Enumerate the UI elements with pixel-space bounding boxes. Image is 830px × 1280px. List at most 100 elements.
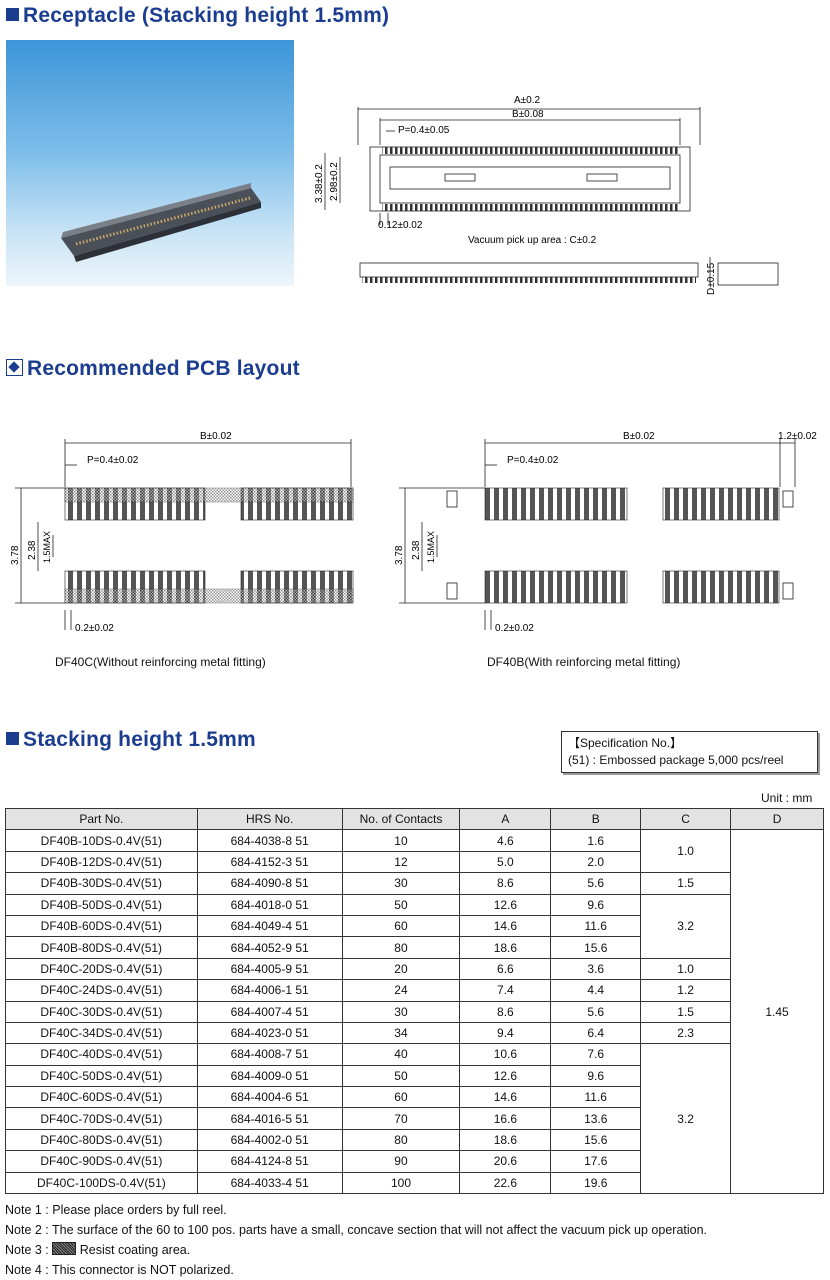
table-cell: 684-4007-4 51	[196, 1000, 343, 1023]
table-cell: DF40C-60DS-0.4V(51)	[5, 1086, 198, 1109]
specification-box: 【Specification No.】 (51) : Embossed pack…	[561, 731, 818, 773]
connector-photo	[6, 40, 294, 286]
table-cell: 684-4005-9 51	[196, 957, 343, 981]
dim-a-label: A±0.2	[514, 95, 540, 106]
table-cell-c: 3.2	[640, 893, 732, 959]
table-cell: 80	[341, 1128, 461, 1152]
table-cell: 40	[341, 1043, 461, 1066]
height-inner-label: 2.98±0.2	[329, 162, 340, 201]
table-cell: 6.6	[459, 957, 552, 981]
table-cell: 684-4049-4 51	[196, 914, 343, 938]
table-cell: 684-4004-6 51	[196, 1086, 343, 1109]
table-cell: 684-4152-3 51	[196, 850, 343, 874]
receptacle-drawing: A±0.2 B±0.08 P=0.4±0.05 3.38±0.2 2.98±0.…	[314, 95, 779, 295]
caption-df40b: DF40B(With reinforcing metal fitting)	[487, 655, 681, 669]
table-cell: 8.6	[459, 872, 552, 895]
table-cell: DF40C-40DS-0.4V(51)	[5, 1043, 198, 1066]
table-cell: 14.6	[459, 914, 552, 938]
table-header-cell: D	[730, 807, 824, 831]
table-cell: 7.4	[459, 979, 552, 1002]
table-cell: DF40C-50DS-0.4V(51)	[5, 1064, 198, 1088]
note-1: Note 1 : Please place orders by full ree…	[5, 1203, 227, 1217]
pcb-left-pad: 0.2±0.02	[75, 623, 114, 634]
notes: Note 1 : Please place orders by full ree…	[5, 1200, 707, 1280]
table-cell: 10.6	[459, 1043, 552, 1066]
table-cell: 10	[341, 829, 461, 852]
table-cell: 7.6	[550, 1043, 642, 1066]
table-cell: 684-4006-1 51	[196, 979, 343, 1002]
table-header-cell: A	[459, 807, 552, 831]
table-cell: DF40C-34DS-0.4V(51)	[5, 1021, 198, 1045]
contact-width-label: 0.12±0.02	[378, 220, 423, 231]
table-cell: 4.6	[459, 829, 552, 852]
table-cell: 30	[341, 872, 461, 895]
table-cell: 70	[341, 1107, 461, 1130]
table-cell: 9.6	[550, 893, 642, 916]
pcb-right-pitch: P=0.4±0.02	[507, 455, 559, 466]
table-cell: DF40C-70DS-0.4V(51)	[5, 1107, 198, 1130]
table-cell: DF40B-30DS-0.4V(51)	[5, 872, 198, 895]
table-cell: 12	[341, 850, 461, 874]
pcb-layout-left: B±0.02 P=0.4±0.02 3.78 2.38 1.5MAX 0.2±0…	[10, 431, 354, 634]
note-3: Note 3 : Resist coating area.	[5, 1242, 191, 1257]
table-cell: 12.6	[459, 1064, 552, 1088]
spec-line: (51) : Embossed package 5,000 pcs/reel	[568, 753, 784, 767]
table-cell: 684-4038-8 51	[196, 829, 343, 852]
table-cell: 15.6	[550, 936, 642, 959]
table-cell: 8.6	[459, 1000, 552, 1023]
table-cell-c: 1.5	[640, 1000, 732, 1023]
table-cell: 34	[341, 1021, 461, 1045]
pcb-right-dim-b: B±0.02	[623, 431, 655, 442]
table-cell: 684-4002-0 51	[196, 1128, 343, 1152]
table-cell: 684-4090-8 51	[196, 872, 343, 895]
table-header-cell: Part No.	[5, 807, 198, 831]
table-cell: 684-4008-7 51	[196, 1043, 343, 1066]
table-cell: DF40B-80DS-0.4V(51)	[5, 936, 198, 959]
diamond-bullet-icon	[6, 359, 23, 376]
table-cell: 2.0	[550, 850, 642, 874]
table-cell: 30	[341, 1000, 461, 1023]
pcb-left-dim-b: B±0.02	[200, 431, 232, 442]
spec-title: 【Specification No.】	[568, 736, 683, 750]
vacuum-area-label: Vacuum pick up area : C±0.2	[468, 235, 597, 246]
table-cell: 80	[341, 936, 461, 959]
table-cell: 60	[341, 914, 461, 938]
pcb-right-h-outer: 3.78	[395, 545, 405, 565]
table-cell: 17.6	[550, 1150, 642, 1173]
table-cell-c: 3.2	[640, 1043, 732, 1195]
pcb-right-max: 1.5MAX	[426, 531, 436, 563]
square-bullet-icon	[6, 8, 19, 21]
table-cell: 9.4	[459, 1021, 552, 1045]
table-cell-d: 1.45	[730, 829, 824, 1195]
table-cell: 22.6	[459, 1171, 552, 1195]
table-cell: 19.6	[550, 1171, 642, 1195]
table-cell: 11.6	[550, 914, 642, 938]
table-cell-c: 1.5	[640, 872, 732, 895]
unit-label: Unit : mm	[761, 791, 813, 805]
table-cell: 13.6	[550, 1107, 642, 1130]
table-cell: DF40C-90DS-0.4V(51)	[5, 1150, 198, 1173]
table-cell: 684-4009-0 51	[196, 1064, 343, 1088]
table-cell: 15.6	[550, 1128, 642, 1152]
table-header-cell: B	[550, 807, 642, 831]
table-cell: DF40C-100DS-0.4V(51)	[5, 1171, 198, 1195]
table-cell: DF40C-20DS-0.4V(51)	[5, 957, 198, 981]
table-cell: 5.6	[550, 872, 642, 895]
table-cell: 18.6	[459, 1128, 552, 1152]
pcb-right-dim-fit: 1.2±0.02	[778, 431, 817, 442]
pitch-label: P=0.4±0.05	[398, 125, 450, 136]
table-cell: 3.6	[550, 957, 642, 981]
section-title-stacking: Stacking height 1.5mm	[6, 728, 256, 752]
